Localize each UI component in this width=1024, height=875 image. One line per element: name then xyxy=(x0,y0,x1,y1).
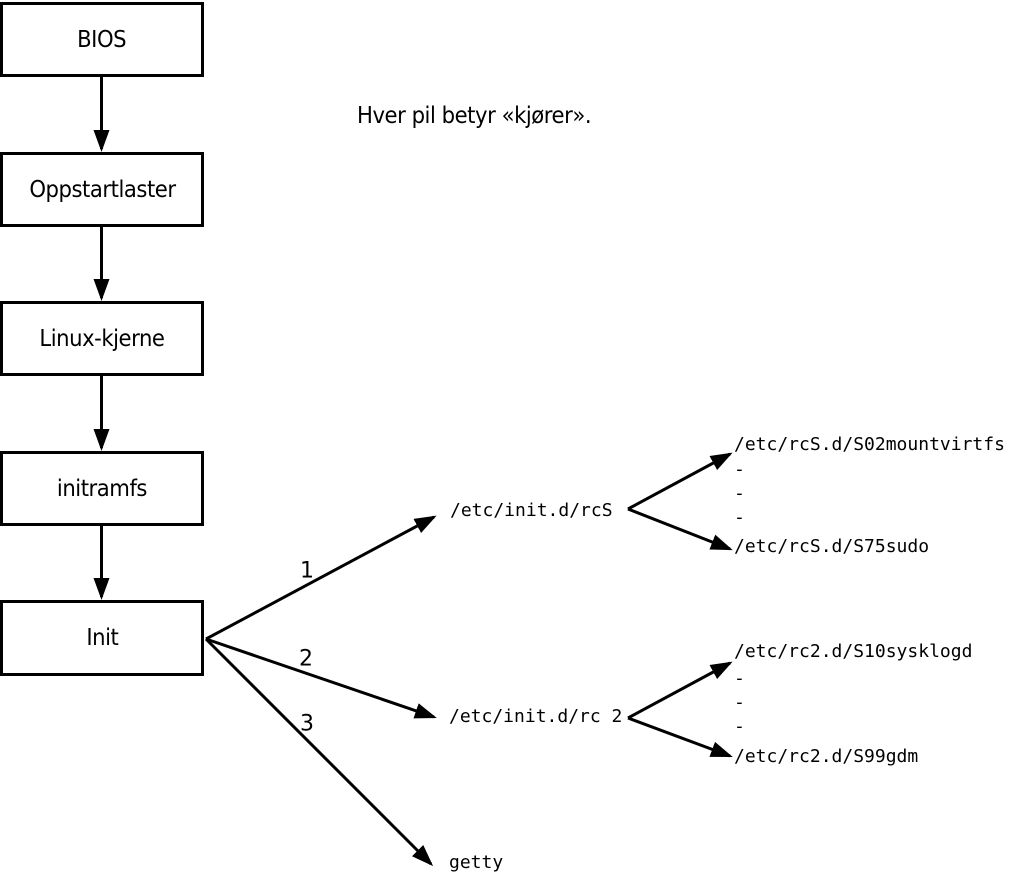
rc2-script-item-ellipsis: - xyxy=(734,692,745,713)
rc2-script-item-ellipsis: - xyxy=(734,668,745,689)
target-getty: getty xyxy=(449,852,504,873)
box-linux-kernel: Linux-kjerne xyxy=(0,301,204,376)
runs-arrow-rcs-to-s02 xyxy=(627,452,733,511)
rcs-script-item-ellipsis: - xyxy=(734,507,745,528)
box-initramfs: initramfs xyxy=(0,451,204,526)
runs-arrow-init-to-rc2 xyxy=(205,637,437,719)
branch-number-2: 2 xyxy=(299,646,313,672)
rc2-script-item-s10sysklogd: /etc/rc2.d/S10sysklogd xyxy=(734,641,973,662)
branch-number-1: 1 xyxy=(300,558,314,584)
arrow-meaning-note: Hver pil betyr «kjører». xyxy=(357,103,592,129)
target-rcs-script: /etc/init.d/rcS xyxy=(450,500,613,521)
box-bios-label: BIOS xyxy=(77,26,127,53)
box-initramfs-label: initramfs xyxy=(56,475,148,502)
target-rc2-script: /etc/init.d/rc 2 xyxy=(449,706,623,727)
runs-arrow-init-to-getty xyxy=(204,637,434,867)
rc2-script-item-s99gdm: /etc/rc2.d/S99gdm xyxy=(734,746,919,767)
rcs-script-item-ellipsis: - xyxy=(734,459,745,480)
box-init: Init xyxy=(0,600,204,676)
runs-arrow-rc2-to-s99 xyxy=(627,716,733,758)
rc2-script-item-ellipsis: - xyxy=(734,716,745,737)
runs-arrow-rc2-to-s10 xyxy=(627,661,733,720)
box-init-label: Init xyxy=(86,625,118,651)
rcs-script-item-s02mountvirtfs: /etc/rcS.d/S02mountvirtfs xyxy=(734,434,1005,455)
box-linux-kernel-label: Linux-kjerne xyxy=(39,325,165,352)
box-bios: BIOS xyxy=(0,2,204,77)
branch-number-3: 3 xyxy=(300,711,314,737)
box-bootloader: Oppstartlaster xyxy=(0,152,204,227)
rcs-script-item-s75sudo: /etc/rcS.d/S75sudo xyxy=(734,536,930,557)
runs-arrow-rcs-to-s75 xyxy=(627,507,733,551)
rcs-script-item-ellipsis: - xyxy=(734,483,745,504)
box-bootloader-label: Oppstartlaster xyxy=(28,176,176,203)
runs-arrow-init-to-rcs xyxy=(205,515,437,641)
